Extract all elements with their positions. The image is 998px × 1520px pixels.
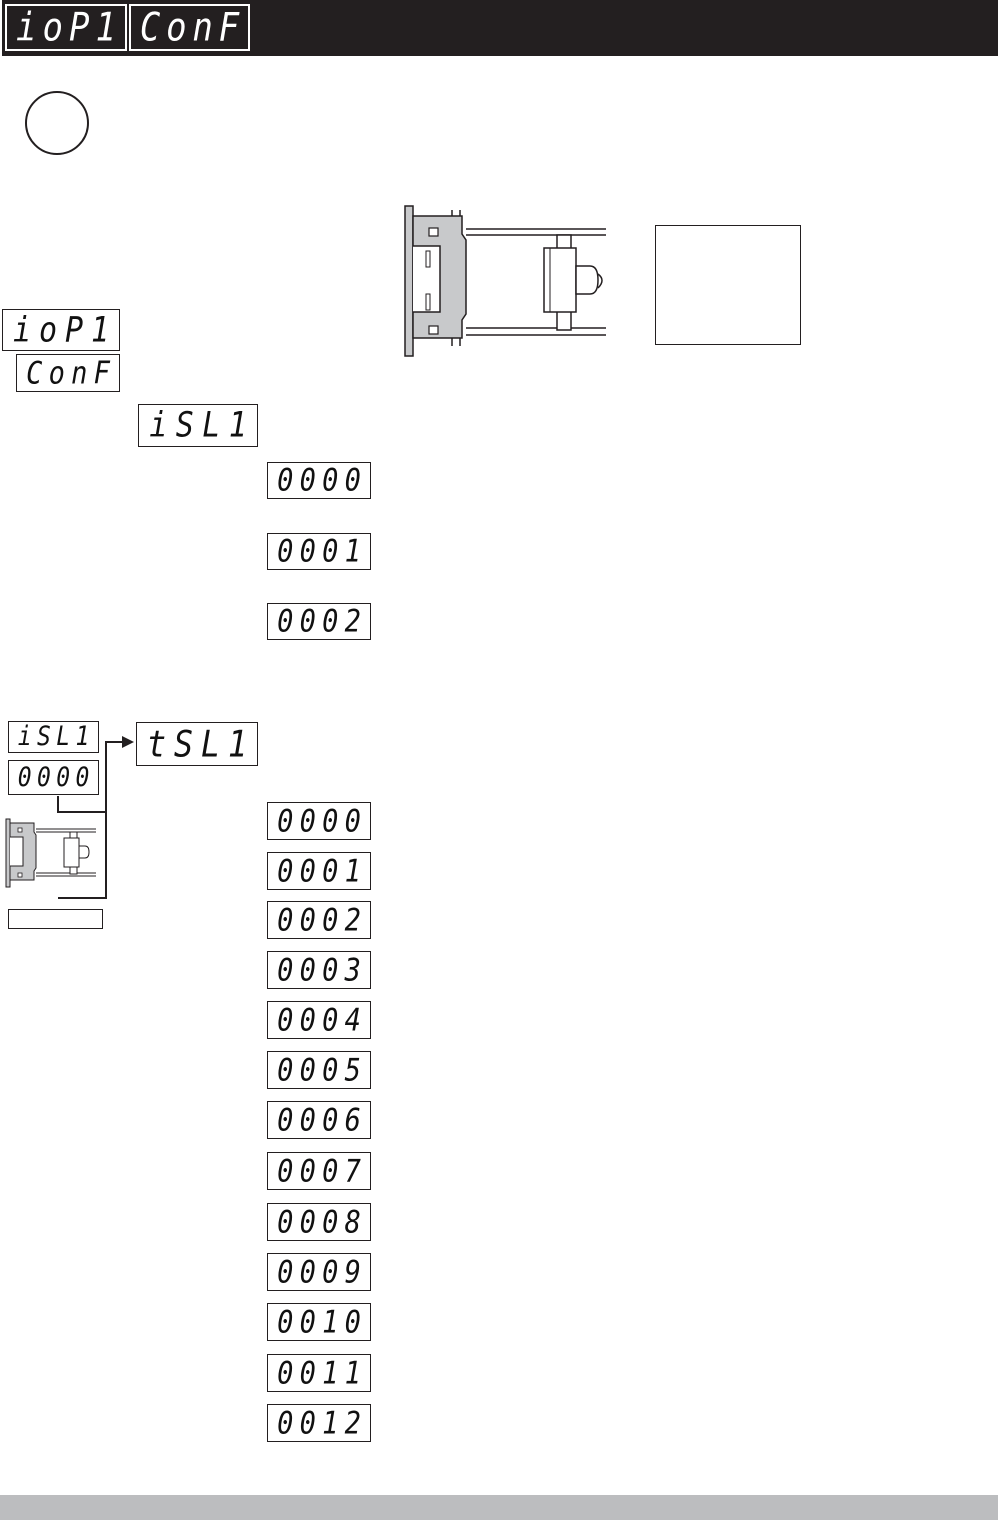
flow-arrow-icon [57, 736, 134, 899]
step-circle-icon [25, 91, 89, 155]
option-module-drawing-icon [404, 205, 606, 357]
module-caption-box [655, 225, 801, 345]
small-caption-box [8, 909, 103, 929]
footer-bar [0, 1495, 998, 1520]
small-module-drawing-icon [5, 818, 96, 888]
